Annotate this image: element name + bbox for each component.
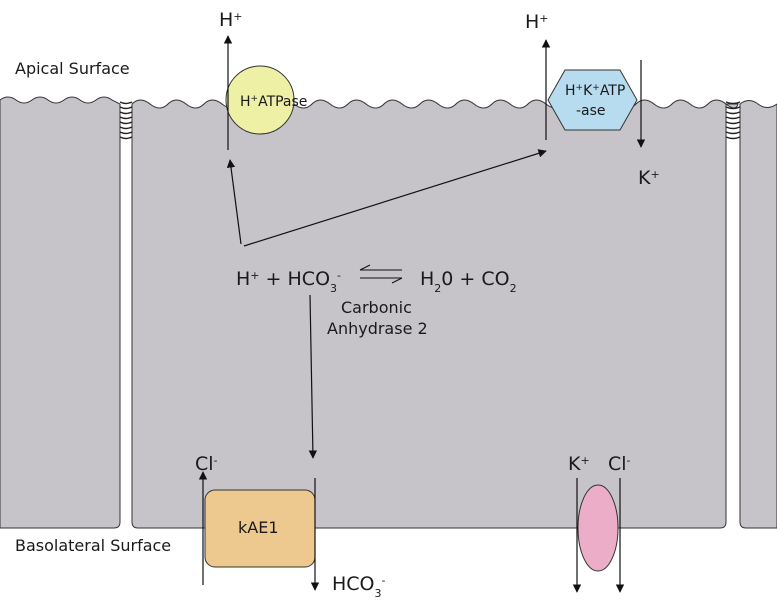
k-ion-label-basolateral: K+ — [568, 453, 590, 475]
tight-junction-right — [725, 101, 741, 140]
hco3-ion-label-basolateral: HCO3- — [332, 573, 386, 600]
k-ion-label-apical: K+ — [638, 167, 660, 189]
h-to-atpase-arrow — [226, 159, 242, 245]
equilibrium-arrows — [359, 264, 403, 284]
h-atpase-h: H — [240, 94, 251, 110]
tight-junction-left — [119, 101, 133, 140]
svg-text:H+K+ATP: H+K+ATP — [565, 83, 625, 99]
svg-text:H+ATPase: H+ATPase — [240, 94, 307, 110]
reaction-left-side: H+ + HCO3- — [236, 268, 341, 295]
basolateral-surface-label: Basolateral Surface — [15, 536, 171, 555]
kae1-label: kAE1 — [238, 518, 279, 537]
right-neighbor-cell — [739, 100, 777, 529]
enzyme-label-line1: Carbonic — [341, 298, 412, 317]
apical-surface-label: Apical Surface — [15, 59, 130, 78]
enzyme-label-line2: Anhydrase 2 — [327, 319, 428, 338]
h-atpase-sup: + — [251, 94, 259, 104]
kcl-cotransporter — [577, 484, 619, 572]
h-to-hk-atpase-arrow — [243, 149, 547, 247]
h-atpase-circle — [225, 65, 295, 135]
hk-atpase-pump: H+K+ATP -ase — [547, 69, 638, 131]
cl-ion-label-basolateral: Cl- — [608, 453, 631, 475]
hk-atpase-line2: -ase — [576, 103, 606, 119]
h-atpase-pump: H+ATPase — [225, 65, 307, 135]
reaction-right-side: H20 + CO2 — [420, 268, 517, 295]
h-ion-label-apical-2: H+ — [525, 11, 549, 33]
kae1-exchanger: kAE1 — [204, 489, 316, 568]
hk-atpase-hexagon — [547, 69, 638, 131]
main-cell — [131, 99, 739, 529]
h-ion-label-apical-1: H+ — [219, 9, 243, 31]
hco3-to-kae1-arrow — [308, 294, 318, 459]
left-neighbor-cell — [0, 96, 121, 529]
cl-ion-label-kae1: Cl- — [195, 453, 218, 475]
h-atpase-rest: ATPase — [258, 94, 307, 110]
